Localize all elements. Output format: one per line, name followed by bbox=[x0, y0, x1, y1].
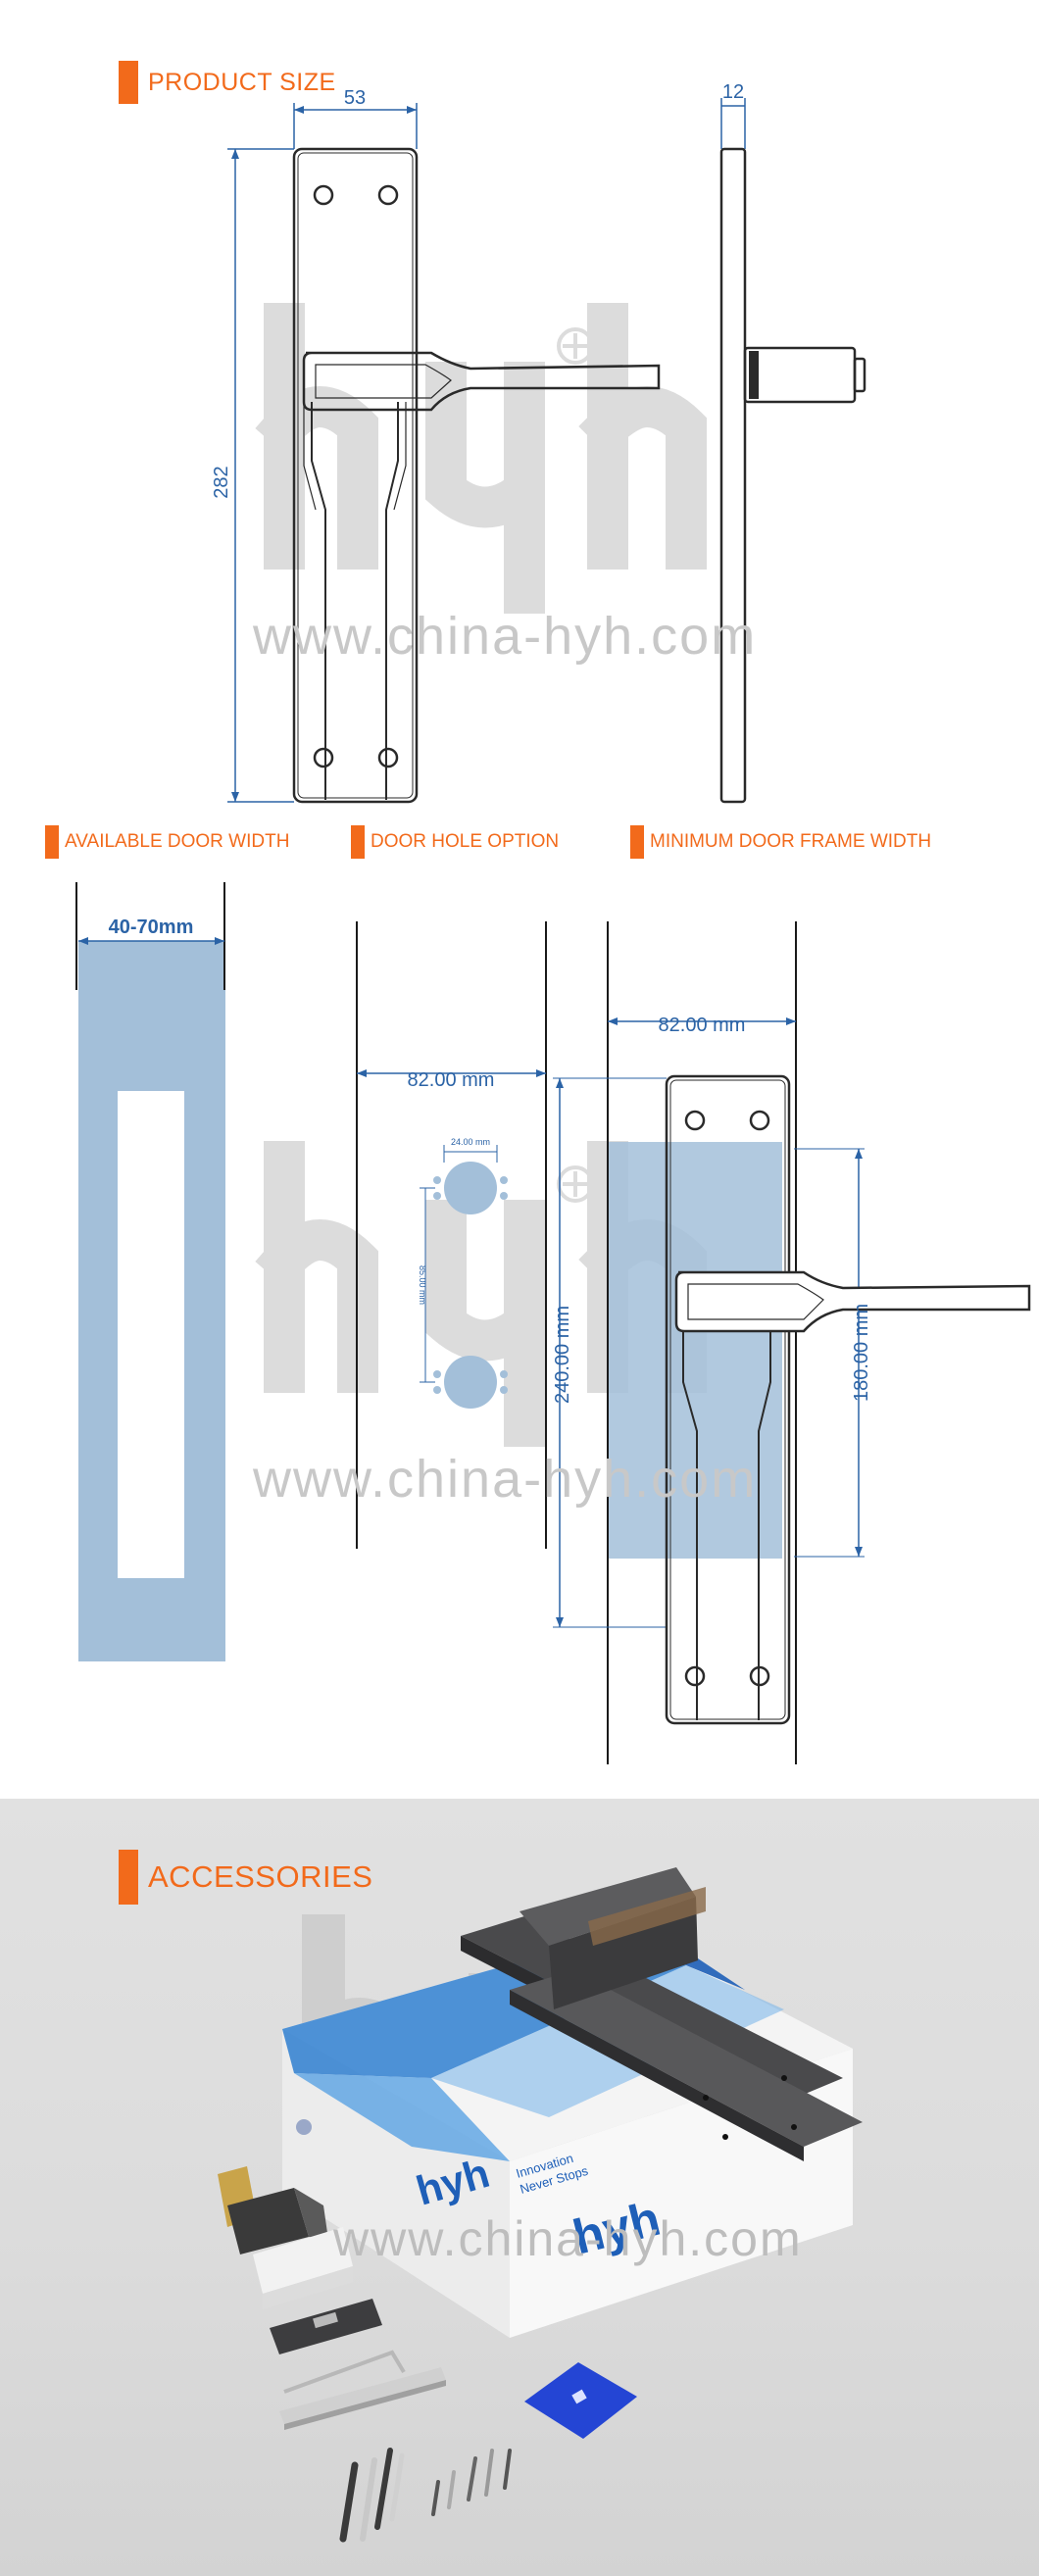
section-title: DOOR HOLE OPTION bbox=[371, 831, 560, 852]
strike-plate bbox=[270, 2299, 382, 2354]
spindle bbox=[279, 2367, 446, 2430]
frame-height-value: 180.00 mm bbox=[851, 1304, 872, 1402]
section-header-minimum-door-frame-width: MINIMUM DOOR FRAME WIDTH bbox=[630, 825, 931, 859]
door-latch bbox=[218, 2166, 353, 2309]
section-header-available-door-width: AVAILABLE DOOR WIDTH bbox=[45, 825, 289, 859]
lever-handles bbox=[461, 1867, 863, 2161]
installation-drawings: 40-70mm 82.00 mm 24.00 bbox=[75, 882, 1031, 1764]
allen-key bbox=[283, 2350, 406, 2394]
screws bbox=[339, 2448, 512, 2543]
side-view bbox=[719, 147, 866, 804]
door-width-diagram bbox=[75, 882, 225, 1661]
section-header-product-size: PRODUCT SIZE bbox=[119, 61, 336, 104]
depth-value: 12 bbox=[722, 81, 744, 103]
section-title: PRODUCT SIZE bbox=[148, 68, 336, 96]
header-accent-bar bbox=[119, 61, 138, 104]
header-accent-bar bbox=[630, 825, 644, 859]
hole-diameter-value: 24.00 mm bbox=[451, 1137, 490, 1147]
hole-height-value: 240.00 mm bbox=[552, 1306, 573, 1404]
front-view-plate bbox=[292, 147, 661, 804]
door-frame-diagram bbox=[553, 921, 1031, 1764]
hole-vertical-value: 85.00 mm bbox=[418, 1265, 427, 1305]
width-value: 53 bbox=[344, 87, 366, 109]
header-accent-bar bbox=[351, 825, 365, 859]
watermark-url: www.china-hyh.com bbox=[333, 2211, 803, 2266]
depth-dimension bbox=[720, 98, 746, 149]
product-size-drawing: 53 12 282 bbox=[211, 81, 866, 804]
hyh-watermark-logo bbox=[255, 303, 707, 614]
section-title: AVAILABLE DOOR WIDTH bbox=[65, 831, 290, 852]
header-accent-bar bbox=[45, 825, 59, 859]
section-title: MINIMUM DOOR FRAME WIDTH bbox=[650, 831, 932, 852]
frame-width-value: 82.00 mm bbox=[659, 1015, 746, 1036]
watermark-url: www.china-hyh.com bbox=[253, 1450, 758, 1509]
section-header-door-hole-option: DOOR HOLE OPTION bbox=[351, 825, 559, 859]
section-title: ACCESSORIES bbox=[148, 1859, 373, 1894]
height-dimension bbox=[227, 148, 294, 803]
section-header-accessories: ACCESSORIES bbox=[119, 1850, 372, 1905]
accessories-illustration: hyh Innovation Never Stops hyh bbox=[218, 1867, 863, 2543]
watermark-url: www.china-hyh.com bbox=[253, 607, 758, 666]
hole-spacing-value: 82.00 mm bbox=[408, 1069, 495, 1091]
header-accent-bar bbox=[119, 1850, 138, 1905]
door-hole-diagram bbox=[356, 921, 547, 1549]
mounting-plate bbox=[524, 2362, 637, 2439]
width-dimension bbox=[293, 103, 418, 149]
accessories-photo: ACCESSORIES bbox=[0, 1799, 1039, 2576]
height-value: 282 bbox=[211, 466, 232, 498]
door-width-value: 40-70mm bbox=[109, 916, 194, 938]
